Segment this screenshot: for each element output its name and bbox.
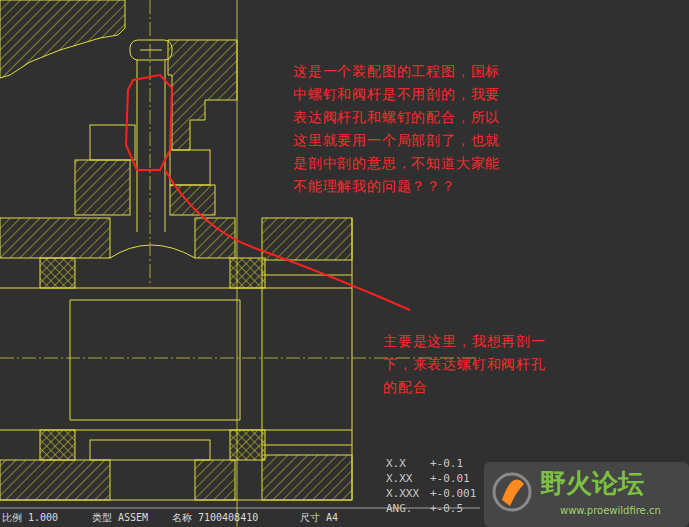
note-text: 主要是这里，我想再剖一 下，来表达螺钉和阀杆孔 的配合 [383,330,553,399]
tolerance-cell: +-0.5 [430,502,463,515]
note-text: 这是一个装配图的工程图，国标 中螺钉和阀杆是不用剖的，我要 表达阀杆孔和螺钉的配… [293,60,507,198]
tolerance-cell: X.X [386,457,406,470]
title-block-cell: 比例 [2,512,22,524]
tolerance-cell: +-0.01 [430,472,470,485]
title-block-cell: 尺寸 [300,512,320,524]
title-block-cell: 名称 [172,512,192,524]
tolerance-cell: +-0.001 [430,487,476,500]
title-block-cell: A4 [326,512,338,524]
watermark: 野火论坛 [540,468,644,498]
title-block-cell: ASSEM [118,512,148,524]
title-block-cell: 7100408410 [198,512,258,524]
watermark: www.proewildfire.cn [560,505,661,517]
tolerance-cell: X.XXX [386,487,419,500]
tolerance-cell: +-0.1 [430,457,463,470]
tolerance-cell: ANG. [386,502,413,515]
title-block-cell: 类型 [92,512,112,524]
title-block-cell: 1.000 [28,512,58,524]
tolerance-cell: X.XX [386,472,413,485]
